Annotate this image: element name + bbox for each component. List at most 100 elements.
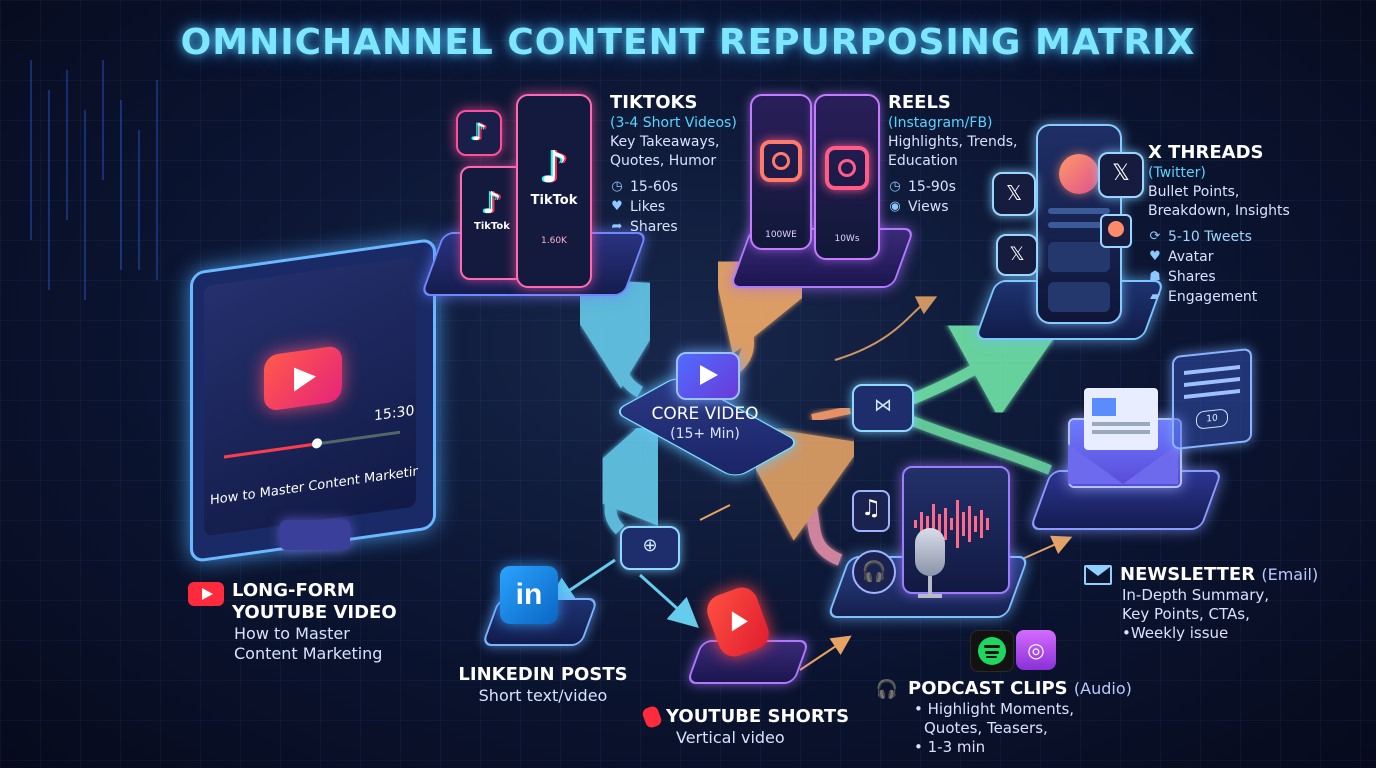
podcast-title: PODCAST CLIPS (Audio) [908, 678, 1132, 699]
x-meta-tweets: ⟳5-10 Tweets [1149, 229, 1252, 245]
binary-rain-decoration [30, 60, 158, 300]
arrow-hub-to-shorts [638, 573, 699, 629]
newsletter-desc-3: •Weekly issue [1122, 624, 1229, 642]
shorts-label: YOUTUBE SHORTS Vertical video [641, 704, 864, 748]
eye-icon: ◉ [889, 199, 901, 214]
x-threads-desc-2: Breakdown, Insights [1148, 203, 1290, 219]
monitor-caption: How to Master Content Marketing [210, 464, 418, 509]
newsletter-label: NEWSLETTER (Email) In-Depth Summary, Key… [1084, 564, 1344, 643]
microphone-icon [912, 528, 948, 608]
arrow-hub-to-x [907, 316, 1069, 419]
x-meta-shares: ☗Shares [1149, 269, 1216, 285]
tiktok-phone-brand-small: TikTok [474, 221, 510, 232]
x-meta-engagement: ▰Engagement [1150, 289, 1258, 305]
podcast-label: 🎧 PODCAST CLIPS (Audio) • Highlight Mome… [874, 678, 1154, 757]
tiktok-app-badge[interactable]: ♪ [456, 110, 502, 156]
youtube-long-desc-2: Content Marketing [234, 644, 383, 663]
arrow-reels-thin [834, 296, 938, 361]
youtube-logo-icon [188, 582, 224, 606]
reels-phone-stat-1: 100WE [765, 230, 797, 240]
share-hub-icon[interactable]: ⋈ [852, 384, 914, 432]
tiktok-phone-large: ♪ TikTok 1.60K [516, 94, 592, 288]
x-logo-icon-3[interactable]: 𝕏 [996, 234, 1038, 276]
x-threads-desc-1: Bullet Points, [1148, 184, 1240, 200]
clock-icon: ◷ [611, 179, 623, 194]
podcast-bullet-2: Quotes, Teasers, [924, 719, 1048, 737]
x-logo-icon[interactable]: 𝕏 [1098, 152, 1144, 198]
youtube-long-title-2: YOUTUBE VIDEO [232, 602, 397, 623]
reels-phone-stat-2: 10Ws [834, 234, 860, 244]
share-arrow-icon: ➦ [611, 219, 623, 234]
clock-icon: ◷ [889, 179, 901, 194]
envelope-icon-small [1084, 565, 1112, 585]
shorts-desc: Vertical video [676, 728, 785, 747]
instagram-logo-icon-2 [825, 146, 869, 190]
arrow-core-to-reels [706, 237, 837, 378]
reels-subtitle: (Instagram/FB) [888, 115, 993, 131]
tiktok-meta-shares: ➦Shares [611, 219, 678, 235]
progress-bar[interactable] [224, 430, 400, 459]
tiktok-subtitle: (3-4 Short Videos) [610, 115, 737, 131]
apple-podcasts-icon[interactable]: ◎ [1016, 630, 1056, 670]
arrow-hub-to-linkedin [545, 558, 616, 607]
core-subtitle: (15+ Min) [670, 426, 740, 442]
monitor-device: 15:30 How to Master Content Marketing [190, 237, 436, 564]
thread-icon: ⟳ [1149, 229, 1161, 244]
crossroad-hub-icon[interactable]: ⊕ [620, 526, 680, 570]
tiktok-phone-brand-large: TikTok [530, 193, 578, 208]
arrow-podcast-to-core [730, 422, 864, 566]
envelope-icon[interactable] [1068, 388, 1182, 488]
headphones-icon: 🎧 [852, 550, 896, 594]
main-title: OMNICHANNEL CONTENT REPURPOSING MATRIX [180, 22, 1196, 63]
youtube-shorts-icon-small [641, 704, 663, 730]
x-threads-subtitle: (Twitter) [1148, 165, 1206, 181]
tiktok-phone-small: ♪ TikTok [460, 166, 524, 280]
arrow-hub-to-core [567, 400, 679, 535]
core-video-platform[interactable]: CORE VIDEO (15+ Min) [600, 374, 810, 480]
tiktok-logo-icon-large: ♪ [539, 142, 569, 193]
youtube-long-label: LONG-FORM YOUTUBE VIDEO How to Master Co… [188, 580, 408, 664]
x-logo-icon-2[interactable]: 𝕏 [992, 172, 1036, 216]
reels-phone-right: 10Ws [814, 94, 880, 260]
newsletter-desc-2: Key Points, CTAs, [1122, 605, 1250, 623]
tiktok-phone-stat: 1.60K [541, 236, 567, 246]
reels-meta-views: ◉Views [889, 199, 949, 215]
reels-phone-left: 100WE [750, 94, 812, 250]
x-threads-title: X THREADS [1148, 142, 1264, 163]
comment-icon: ▰ [1150, 289, 1160, 304]
tiktok-logo-icon: ♪ [482, 186, 502, 221]
waveform-icon [914, 500, 989, 548]
reels-desc-2: Education [888, 153, 958, 169]
people-icon: ☗ [1149, 269, 1161, 284]
x-threads-label: X THREADS (Twitter) Bullet Points, Break… [1148, 142, 1308, 307]
podcast-bullet-1: • Highlight Moments, [914, 700, 1075, 718]
tiktok-label: TIKTOKS (3-4 Short Videos) Key Takeaways… [610, 92, 750, 237]
newsletter-desc-1: In-Depth Summary, [1122, 586, 1270, 604]
linkedin-logo-icon[interactable]: in [500, 566, 558, 624]
youtube-long-desc-1: How to Master [234, 624, 350, 643]
monitor-stand [280, 520, 350, 550]
reels-desc-1: Highlights, Trends, [888, 134, 1018, 150]
shorts-title: YOUTUBE SHORTS [666, 706, 850, 727]
monitor-screen: 15:30 How to Master Content Marketing [204, 256, 418, 537]
heart-icon: ♥ [611, 199, 623, 214]
arrow-linkedin-to-core [699, 504, 731, 521]
linkedin-desc: Short text/video [478, 686, 608, 705]
tiktok-desc-2: Quotes, Humor [610, 153, 717, 169]
play-icon[interactable] [264, 344, 342, 412]
reels-label: REELS (Instagram/FB) Highlights, Trends,… [888, 92, 1038, 217]
avatar-badge [1100, 214, 1132, 248]
headphones-icon-small: 🎧 [875, 678, 899, 700]
arrow-shorts-to-podcast [799, 635, 852, 671]
newsletter-document-icon: 10 [1172, 347, 1252, 451]
x-meta-avatar: ♥Avatar [1149, 249, 1214, 265]
spotify-icon[interactable] [970, 630, 1014, 672]
tiktok-meta-likes: ♥Likes [611, 199, 666, 215]
reels-meta-duration: ◷15-90s [889, 179, 956, 195]
core-play-icon[interactable] [676, 352, 740, 400]
monitor-duration: 15:30 [374, 402, 415, 425]
reels-title: REELS [888, 92, 951, 113]
core-title: CORE VIDEO [651, 404, 759, 424]
